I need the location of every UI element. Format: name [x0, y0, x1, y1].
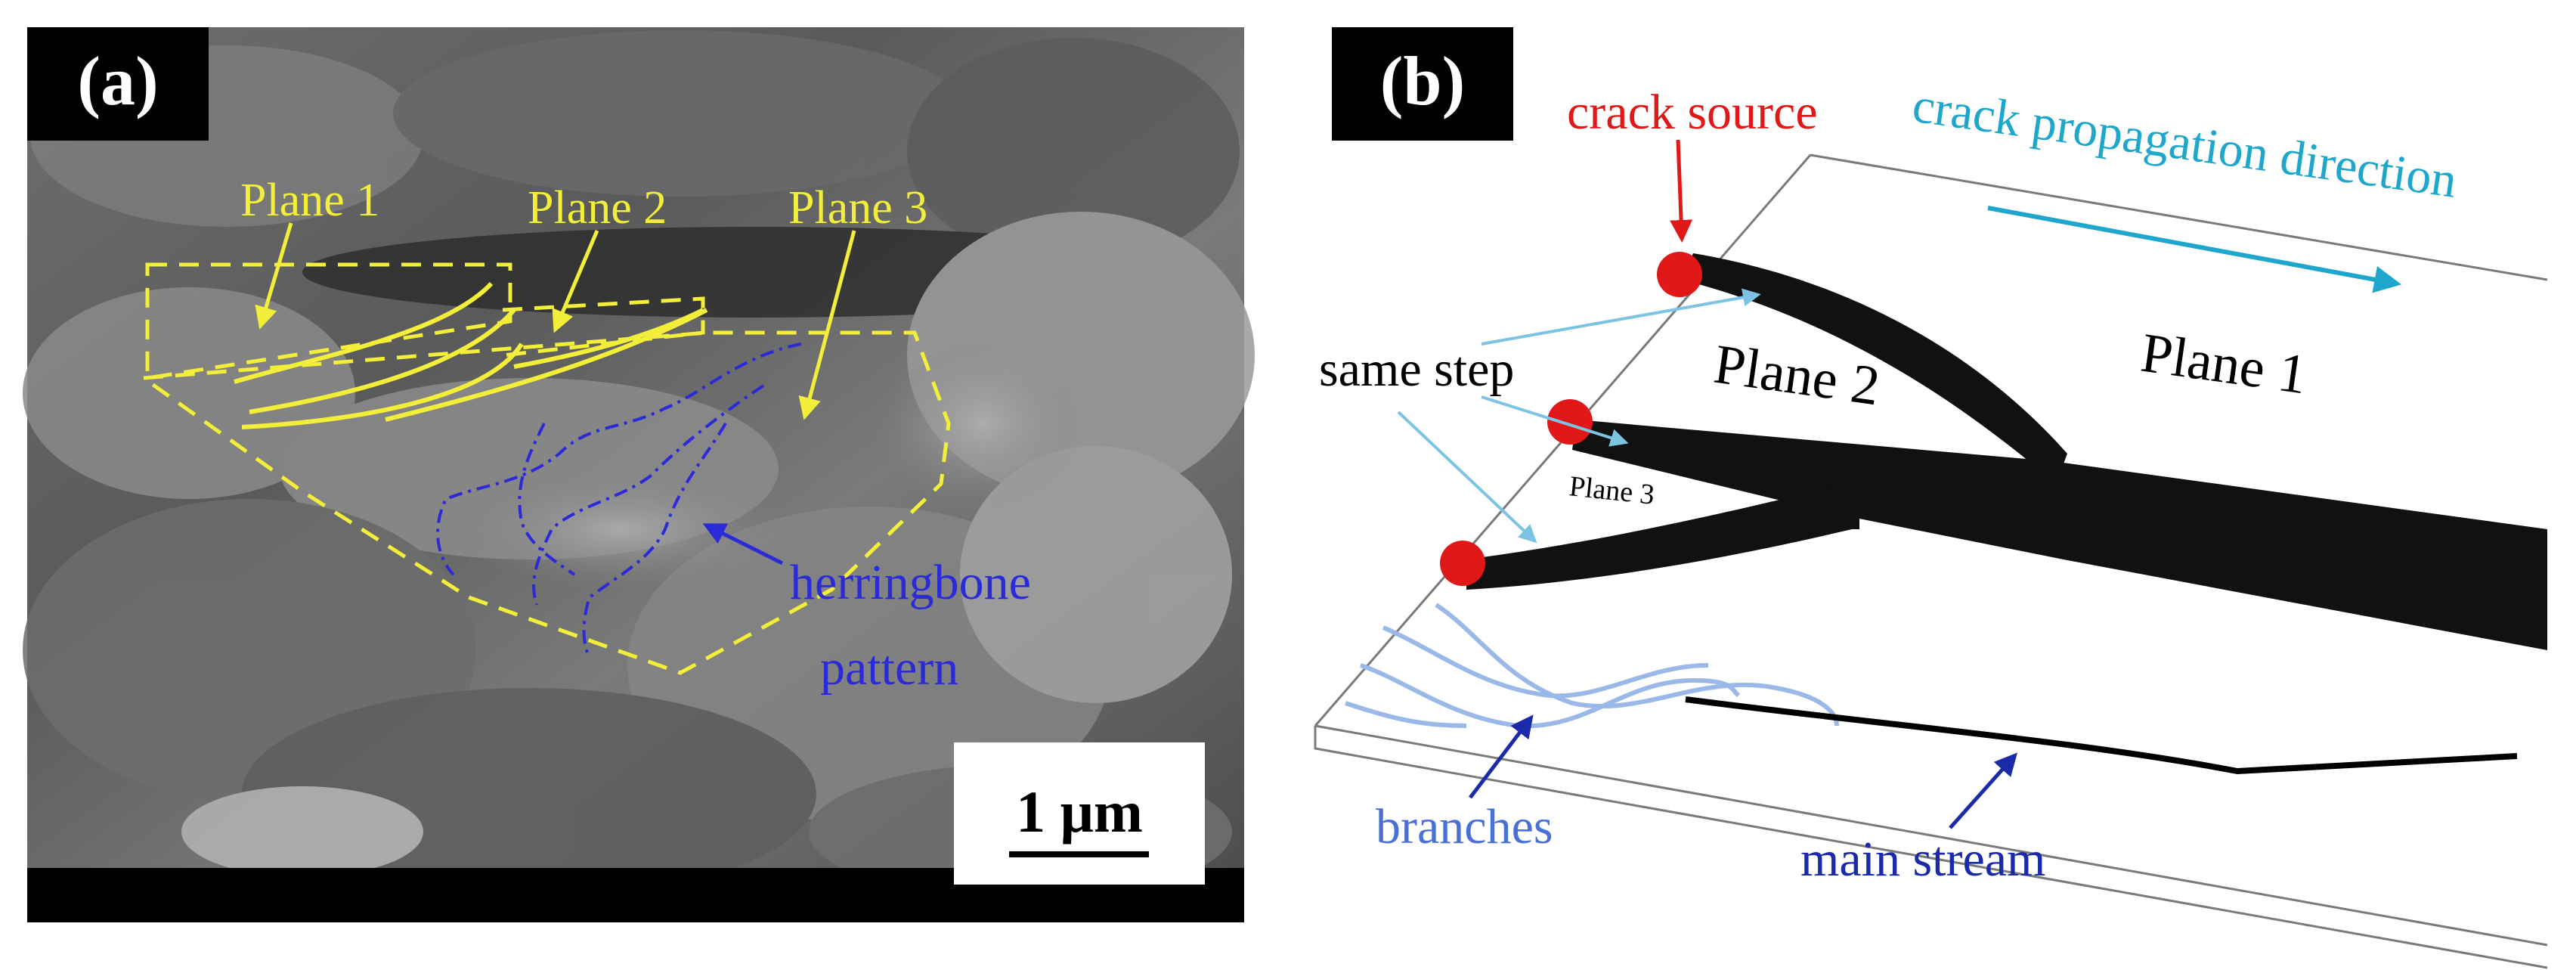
same-step-arrow: [1481, 288, 1761, 346]
plane-outlines: [138, 262, 951, 675]
herringbone-arrow: [702, 523, 784, 566]
herringbone-line: [436, 342, 802, 576]
plate-top-edge: [1810, 153, 2548, 281]
step-curves: [234, 281, 708, 429]
branch-line: [1345, 701, 1467, 728]
step-curve: [241, 342, 524, 429]
scale-bar-box: [954, 742, 1205, 885]
crack-source-dot: [1657, 252, 1702, 297]
step-curve: [234, 281, 494, 384]
branch-lines: [1345, 603, 1839, 729]
same-step-arrow: [1481, 395, 1629, 447]
herringbone-lines: [436, 342, 802, 659]
step-curve: [385, 308, 708, 422]
same-step-arrows: [1397, 288, 1761, 544]
scale-bar-text: 1 μm: [1016, 779, 1143, 844]
plane-2-outline: [502, 296, 705, 358]
main-stream-line: [1685, 696, 2518, 775]
crack-source-arrow: [1670, 139, 1693, 243]
plate-front-edge: [1314, 724, 2548, 947]
plane-3-label: Plane 3: [788, 182, 927, 234]
plane-3-arrow: [798, 230, 856, 420]
plane-1-arrow: [255, 222, 293, 330]
crack-source-label: crack source: [1567, 85, 1818, 140]
panel-a-label-box: [27, 27, 209, 141]
herringbone-line: [518, 423, 576, 576]
branch-line: [1435, 603, 1839, 727]
main-stream-arrow: [1949, 752, 2018, 829]
plane-2-label: Plane 2: [528, 182, 667, 234]
branches-arrow: [1469, 714, 1534, 799]
plane-1-outline: [145, 262, 512, 380]
herringbone-label-line1: herringbone: [790, 555, 1031, 610]
panel-a: (a) Plane 1 Plane 2 Plane 3: [23, 27, 1255, 922]
crack-strips: [1466, 253, 2547, 650]
branches-label: branches: [1376, 799, 1553, 854]
plane-1-label: Plane 1: [240, 175, 379, 226]
direction-arrow: [1987, 206, 2402, 293]
crack-source-dot: [1440, 541, 1485, 586]
panel-a-label: (a): [77, 42, 158, 119]
crack-sources: [1440, 252, 1702, 586]
herringbone-line: [532, 384, 765, 606]
panel-b: (b) crack source crack propagation direc…: [1277, 27, 2555, 969]
crack-plane-2: [1682, 253, 2067, 484]
same-step-label: same step: [1319, 342, 1514, 397]
crack-plane-1-main: [1572, 420, 2547, 650]
plane-2-arrow: [552, 230, 599, 333]
branch-line: [1382, 625, 1709, 699]
same-step-arrow: [1397, 411, 1537, 544]
step-curve: [249, 308, 516, 414]
plate-thickness: [1314, 726, 2548, 969]
panel-b-label-box: [1332, 27, 1513, 141]
main-stream-label: main stream: [1800, 832, 2045, 887]
branch-line: [1360, 663, 1741, 729]
plane-3-outline: [138, 330, 951, 675]
herringbone-label-line2: pattern: [820, 640, 958, 696]
crack-joint: [1829, 484, 1859, 529]
crack-source-dot: [1547, 399, 1593, 445]
crack-plane-3: [1466, 484, 1852, 590]
step-curve: [513, 308, 704, 369]
panel-b-label: (b): [1380, 42, 1465, 119]
